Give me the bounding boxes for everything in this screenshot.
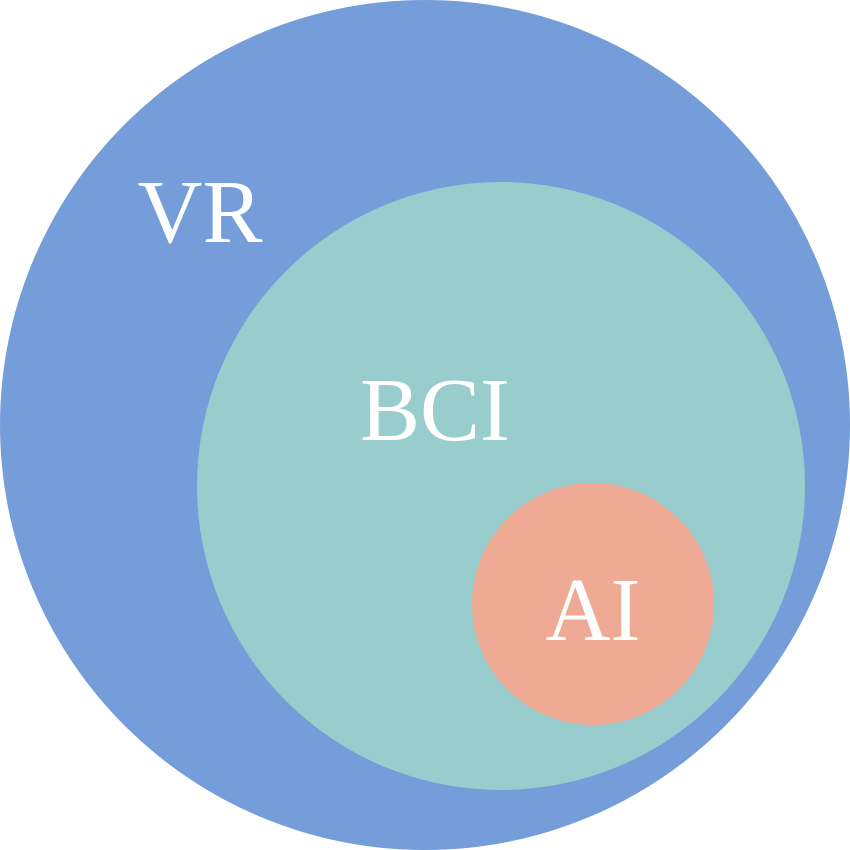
bci-circle: [197, 182, 805, 790]
ai-circle: [472, 483, 714, 725]
ai-label: AI: [546, 561, 641, 660]
bci-label: BCI: [360, 361, 510, 460]
vr-label: VR: [137, 163, 262, 262]
